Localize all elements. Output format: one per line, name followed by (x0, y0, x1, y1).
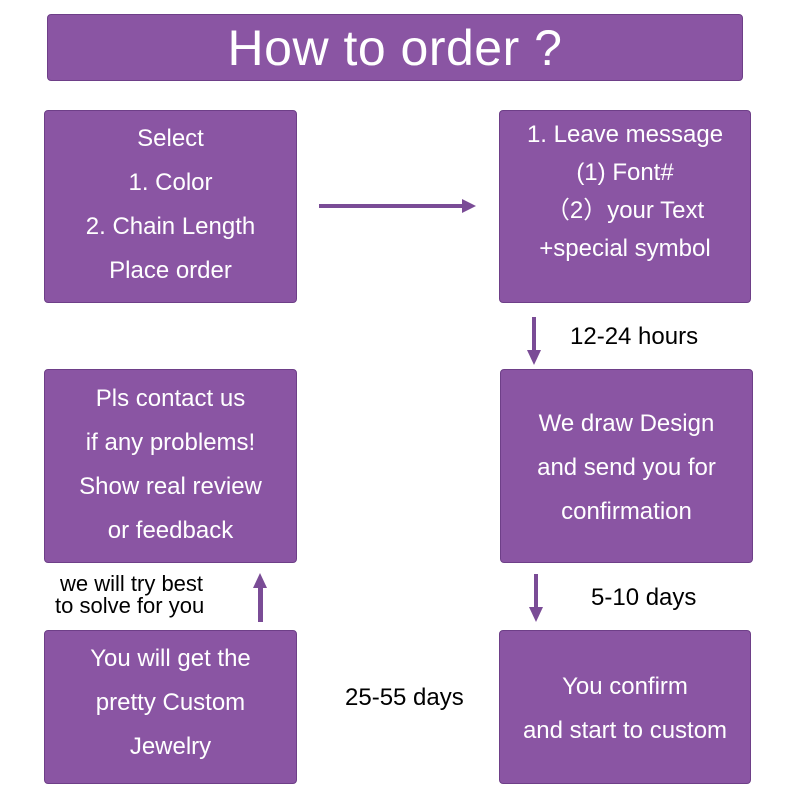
step-select-box: Select 1. Color 2. Chain Length Place or… (44, 110, 297, 303)
step-design-line-3: confirmation (561, 498, 692, 525)
duration-label-25-55-days: 25-55 days (345, 684, 464, 711)
step-get-box: You will get the pretty Custom Jewelry (44, 630, 297, 784)
step-contact-box: Pls contact us if any problems! Show rea… (44, 369, 297, 563)
arrow-right-icon (319, 199, 476, 213)
page-title: How to order ? (227, 19, 563, 76)
duration-label-5-10-days: 5-10 days (591, 584, 697, 611)
step-message-box: 1. Leave message (1) Font# （2）your Text … (499, 110, 751, 303)
step-design-line-2: and send you for (537, 454, 716, 481)
step-message-line-2: (1) Font# (576, 159, 674, 186)
title-banner: How to order ? (47, 14, 743, 81)
step-get-line-1: You will get the (90, 645, 251, 672)
step-custom-line-2: and start to custom (522, 717, 728, 744)
step-design-line-1: We draw Design (538, 410, 715, 437)
step-select-line-1: Select (137, 125, 204, 152)
step-contact-line-4: or feedback (107, 517, 234, 544)
step-select-line-2: 1. Color (128, 169, 213, 196)
step-custom-box: You confirm and start to custom (499, 630, 751, 784)
step-contact-line-3: Show real review (79, 473, 262, 500)
step-custom-line-1: You confirm (562, 673, 688, 700)
step-get-line-3: Jewelry (129, 733, 212, 760)
duration-label-12-24-hours: 12-24 hours (570, 323, 699, 350)
step-message-line-4: +special symbol (539, 235, 711, 262)
arrow-down-icon-2 (529, 574, 543, 622)
step-select-line-4: Place order (109, 257, 232, 284)
step-message-line-1: 1. Leave message (526, 121, 724, 148)
step-get-line-2: pretty Custom (95, 689, 246, 716)
arrow-down-icon-1 (527, 317, 541, 365)
arrow-up-icon (253, 573, 267, 622)
note-line-2: to solve for you (55, 593, 205, 618)
step-design-box: We draw Design and send you for confirma… (500, 369, 753, 563)
step-contact-line-2: if any problems! (85, 429, 256, 456)
note-line-1: we will try best (60, 571, 204, 596)
step-message-line-3: （2）your Text (545, 197, 705, 224)
step-contact-line-1: Pls contact us (95, 385, 246, 412)
step-select-line-3: 2. Chain Length (85, 213, 256, 240)
